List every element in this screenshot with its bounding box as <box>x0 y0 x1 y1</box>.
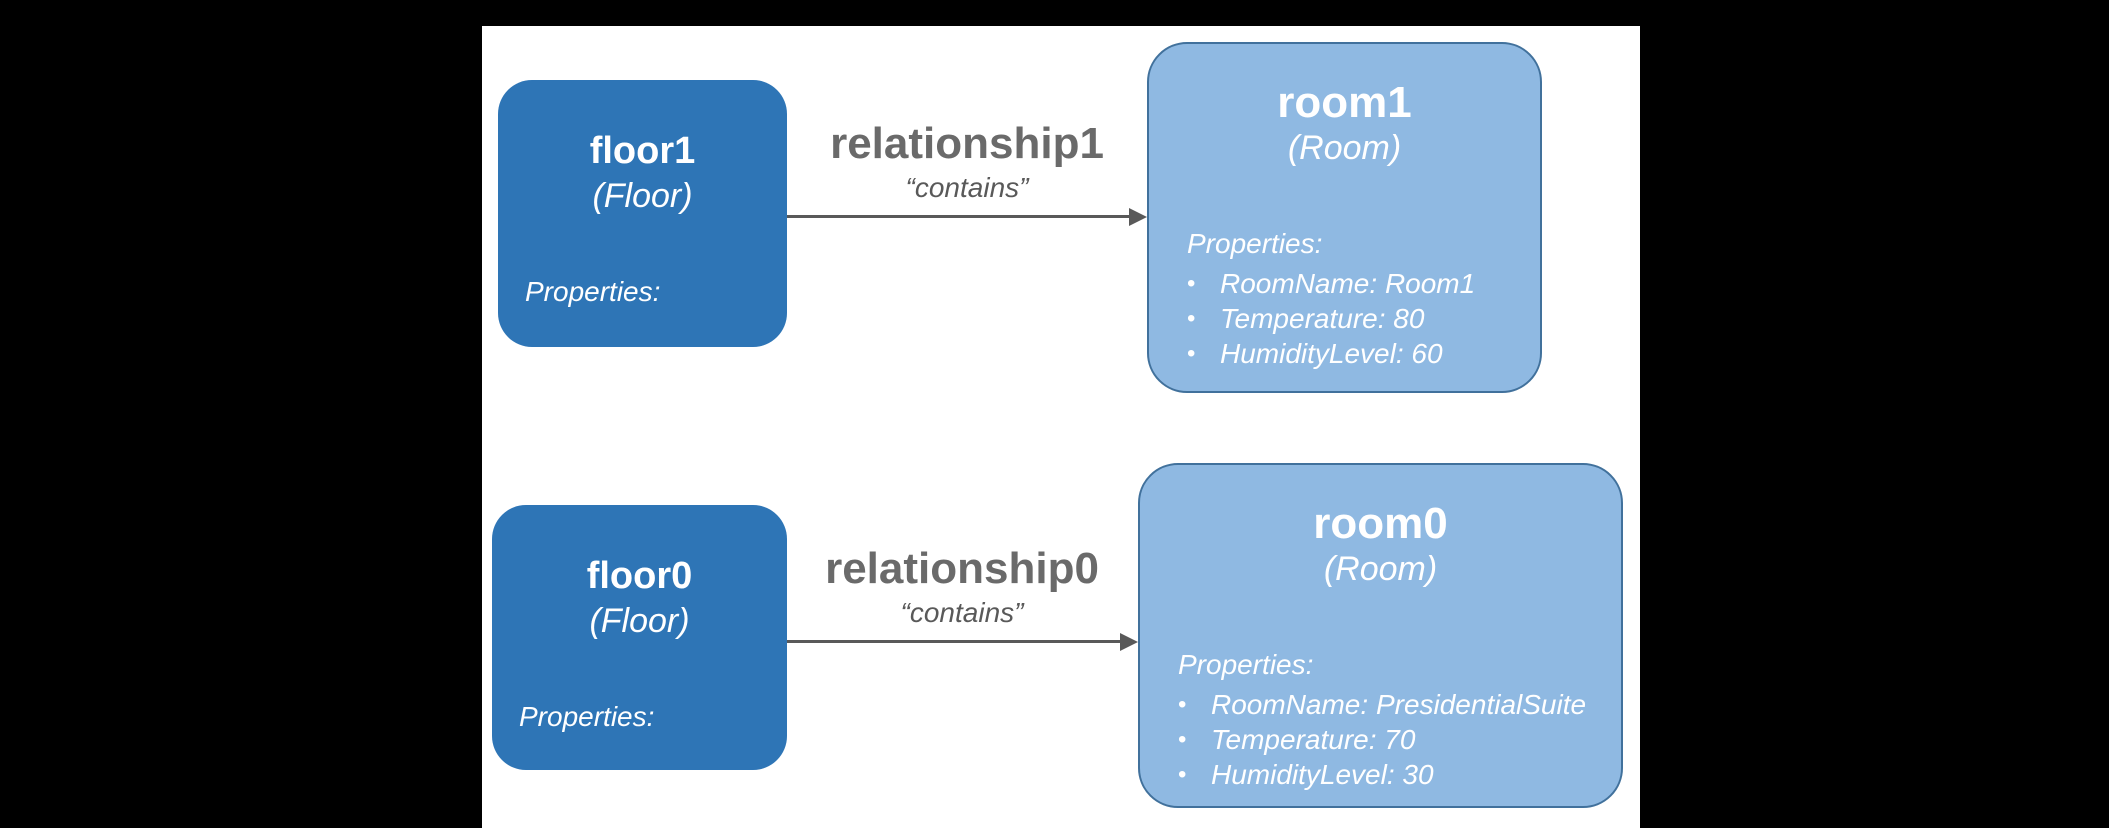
node-floor1: floor1 (Floor) Properties: <box>498 80 787 347</box>
node-title: floor1 <box>589 130 696 172</box>
node-floor0: floor0 (Floor) Properties: <box>492 505 787 770</box>
relationship-arrow-line <box>787 215 1131 218</box>
bullet-icon: • <box>1187 270 1196 297</box>
relationship-name: relationship0 <box>825 544 1099 593</box>
relationship-arrowhead-icon <box>1120 633 1138 651</box>
property-text: RoomName: Room1 <box>1220 268 1476 299</box>
property-text: Temperature: 80 <box>1220 303 1425 334</box>
relationship-verb: “contains” <box>905 172 1029 203</box>
properties-label: Properties: <box>525 276 661 307</box>
property-item: • RoomName: Room1 <box>1187 266 1514 301</box>
property-item: • Temperature: 80 <box>1187 301 1514 336</box>
properties-block: Properties: • RoomName: PresidentialSuite… <box>1178 647 1595 792</box>
properties-list: • RoomName: PresidentialSuite • Temperatur… <box>1178 687 1595 792</box>
relationship-verb: “contains” <box>900 597 1024 628</box>
relationship-name: relationship1 <box>830 119 1104 168</box>
property-text: HumidityLevel: 60 <box>1220 338 1443 369</box>
properties-label: Properties: <box>1178 649 1314 680</box>
node-title: room0 <box>1313 499 1448 548</box>
bullet-icon: • <box>1178 761 1187 788</box>
properties-block: Properties: • RoomName: Room1 • Temperatur… <box>1187 226 1514 371</box>
node-model-type: (Floor) <box>592 177 693 215</box>
bullet-icon: • <box>1178 726 1187 753</box>
node-model-type: (Room) <box>1323 550 1438 588</box>
node-model-type: (Floor) <box>589 602 690 640</box>
node-room1: room1 (Room) Properties: • RoomName: Room… <box>1147 42 1542 393</box>
property-item: • HumidityLevel: 60 <box>1187 336 1514 371</box>
property-text: Temperature: 70 <box>1211 724 1416 755</box>
bullet-icon: • <box>1187 305 1196 332</box>
diagram-canvas: floor1 (Floor) Properties: relationship1… <box>482 26 1640 828</box>
properties-list: • RoomName: Room1 • Temperature: 80 • Humid… <box>1187 266 1514 371</box>
properties-label: Properties: <box>1187 228 1323 259</box>
bullet-icon: • <box>1187 340 1196 367</box>
property-text: RoomName: PresidentialSuite <box>1211 689 1587 720</box>
property-item: • Temperature: 70 <box>1178 722 1595 757</box>
property-item: • RoomName: PresidentialSuite <box>1178 687 1595 722</box>
bullet-icon: • <box>1178 691 1187 718</box>
relationship-arrowhead-icon <box>1129 208 1147 226</box>
property-item: • HumidityLevel: 30 <box>1178 757 1595 792</box>
properties-label: Properties: <box>519 701 655 732</box>
node-title: room1 <box>1277 78 1412 127</box>
node-model-type: (Room) <box>1287 129 1402 167</box>
node-room0: room0 (Room) Properties: • RoomName: Pres… <box>1138 463 1623 808</box>
relationship-arrow-line <box>787 640 1122 643</box>
property-text: HumidityLevel: 30 <box>1211 759 1434 790</box>
node-title: floor0 <box>586 555 693 597</box>
